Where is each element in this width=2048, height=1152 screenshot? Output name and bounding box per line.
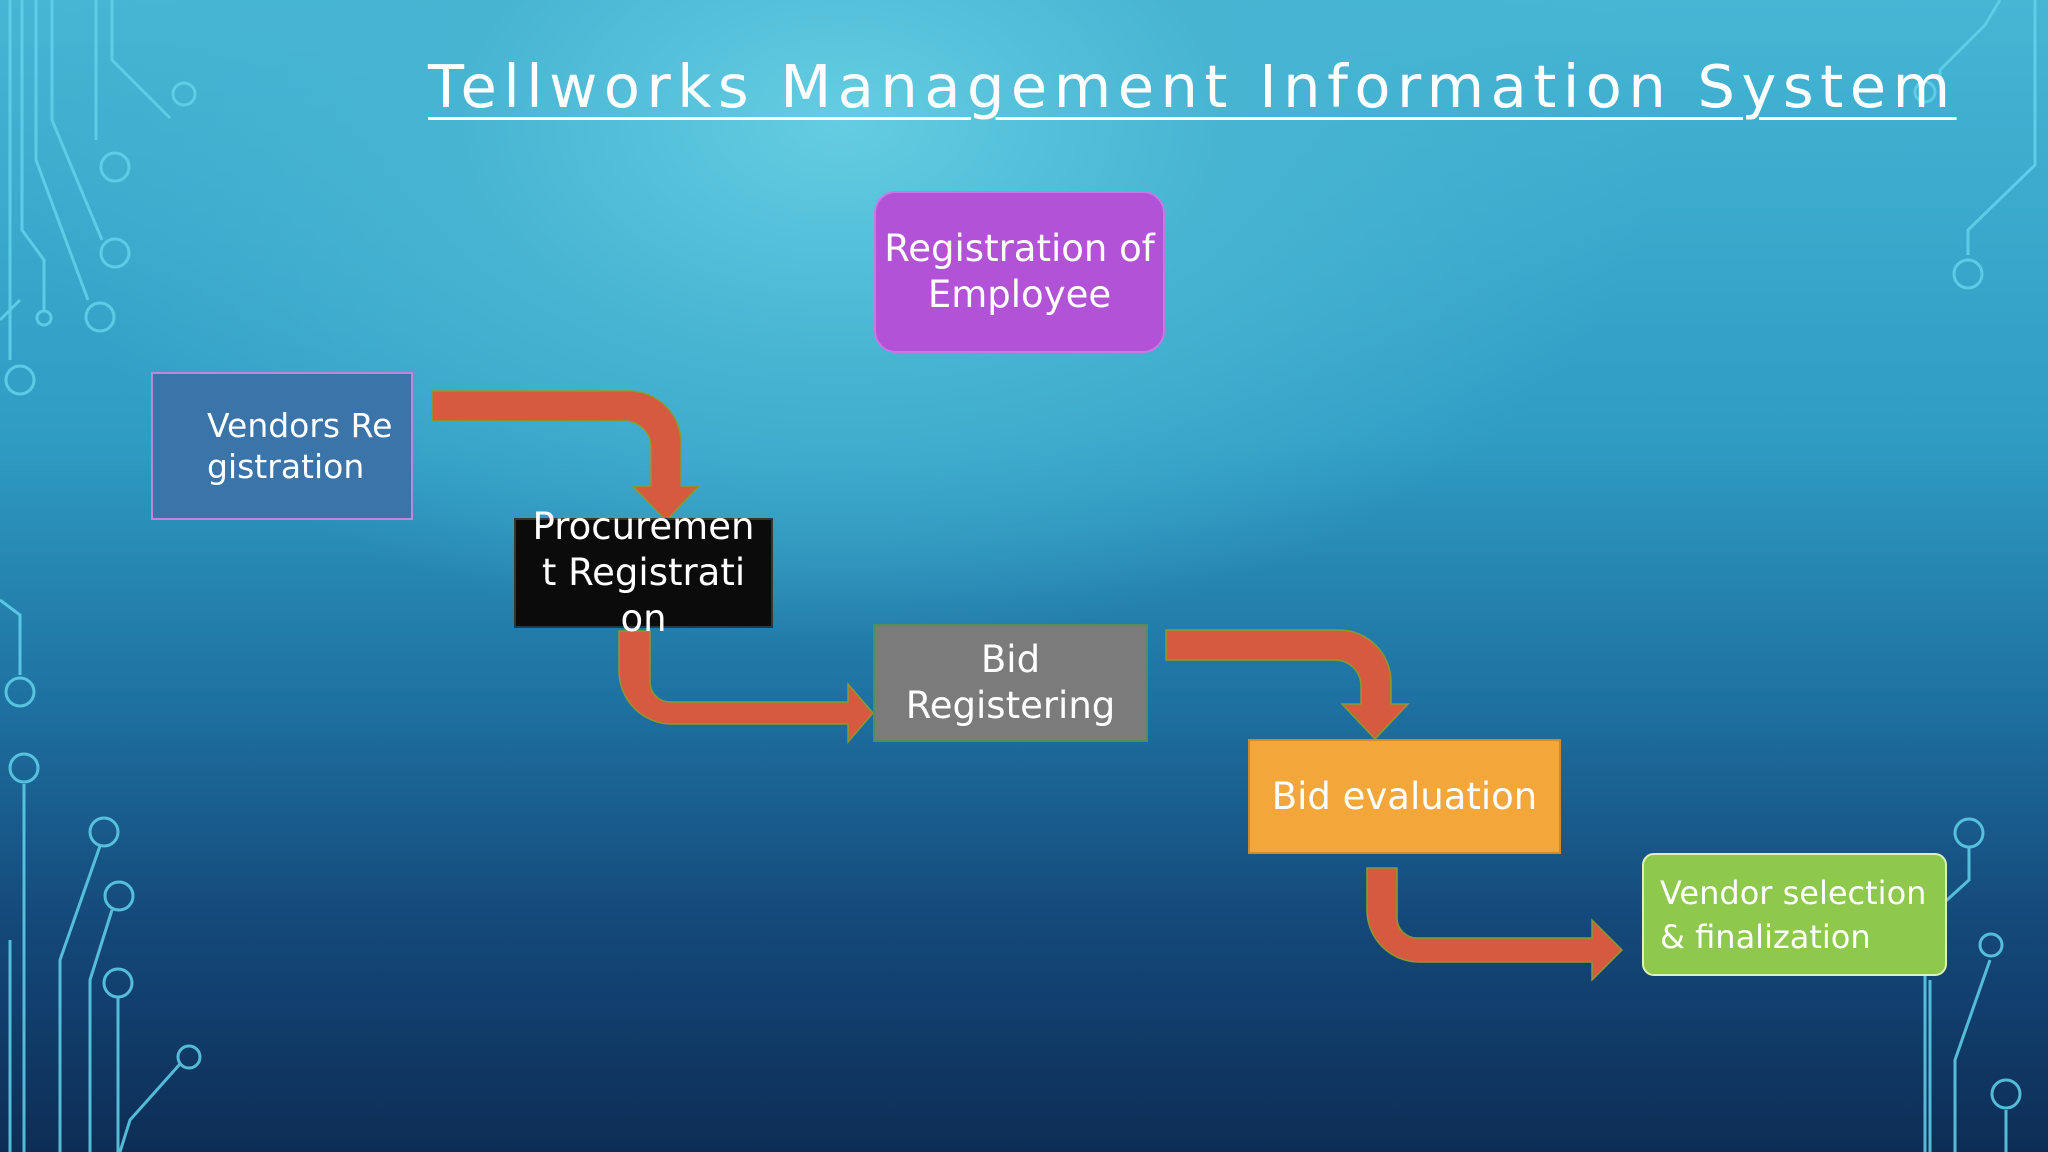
arrow-vendors-to-procurement (431, 390, 701, 523)
employee-node-label: Registration of Employee (884, 227, 1155, 316)
bid-node-label: Bid Registering (905, 638, 1116, 727)
arrow-evaluation-to-finalization (1366, 867, 1624, 982)
slide-title: Tellworks Management Information System (428, 52, 1957, 121)
vendor-selection-finalization-node: Vendor selection & finalization (1642, 853, 1947, 976)
vendors-node-label: Vendors Registration (207, 406, 393, 486)
bid-registering-node: Bid Registering (873, 624, 1148, 742)
evaluation-node-label: Bid evaluation (1271, 774, 1538, 818)
registration-of-employee-node: Registration of Employee (874, 191, 1165, 353)
finalization-node-label: Vendor selection & finalization (1660, 873, 1927, 956)
arrow-bid-to-evaluation (1165, 629, 1410, 741)
procurement-registration-node: Procurement Registration (514, 505, 773, 640)
vendors-registration-node: Vendors Registration (151, 372, 413, 520)
arrow-procurement-to-bid (618, 630, 874, 745)
bid-evaluation-node: Bid evaluation (1248, 739, 1561, 854)
procurement-node-label: Procurement Registration (532, 505, 755, 640)
